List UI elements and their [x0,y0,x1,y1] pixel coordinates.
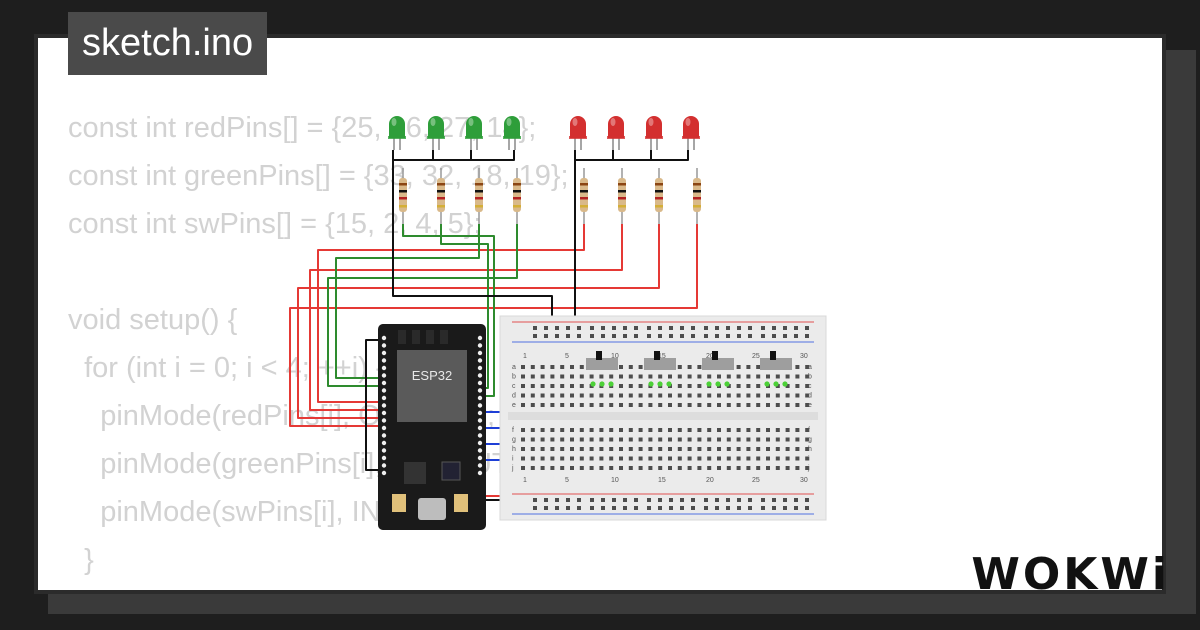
resistor [580,168,588,224]
bb-row-letter: g [512,437,516,444]
bb-row-letter: d [808,393,812,400]
red-wire [289,224,698,427]
ground-wire [392,160,553,336]
bb-row-letter: i [808,456,810,463]
red-wire [297,224,660,419]
bb-row-letter: b [512,374,516,381]
bb-row-letter: e [808,402,812,409]
red-wire [309,224,623,411]
bb-row-letter: c [512,383,516,390]
bb-col-number: 25 [752,477,760,484]
code-line: } [68,544,94,576]
slide-switch[interactable] [586,351,618,387]
ground-wire [392,150,515,161]
esp32-board: ESP32 [378,324,486,530]
resistor [399,168,407,224]
resistors [399,168,701,224]
green-led [503,116,521,150]
green-led [465,116,483,150]
code-background: const int redPins[] = {25, 26, 27, 14};c… [68,104,569,590]
bb-col-number: 30 [800,353,808,360]
bb-row-letter: d [512,393,516,400]
ground-wire [574,150,689,161]
bb-row-letter: j [511,465,514,472]
resistor [475,168,483,224]
esp32-label: ESP32 [412,368,452,383]
bb-row-letter: e [512,402,516,409]
green-wire [327,224,518,387]
preview-card: const int redPins[] = {25, 26, 27, 14};c… [34,34,1166,594]
filename-tab: sketch.ino [68,12,268,75]
slide-switch[interactable] [760,351,792,387]
ground-wire [365,339,386,471]
bb-col-number: 1 [523,477,527,484]
bb-row-letter: c [808,383,812,390]
bb-row-letter: a [512,364,516,371]
bb-row-letter: b [808,374,812,381]
code-line: const int swPins[] = {15, 2, 4, 5}; [68,208,482,240]
bb-col-number: 20 [706,477,714,484]
slide-switch[interactable] [644,351,676,387]
red-led [569,116,587,150]
resistor [618,168,626,224]
bb-row-letter: a [808,364,812,371]
esp32-chip [397,350,467,422]
bb-row-letter: h [808,446,812,453]
slide-switch[interactable] [702,351,734,387]
red-wire [483,484,500,497]
bb-col-number: 15 [658,353,666,360]
bb-col-number: 5 [565,477,569,484]
green-led [388,116,406,150]
green-led [427,116,445,150]
bb-row-letter: j [807,465,810,472]
ground-wire [612,150,652,160]
green-wire [402,224,495,397]
resistor [655,168,663,224]
red-wire [317,224,585,403]
bb-col-number: 1 [523,353,527,360]
green-wire [335,224,480,379]
usb-port [418,498,446,520]
resistor [513,168,521,224]
bb-row-letter: h [512,446,516,453]
bb-row-letter: f [808,427,810,434]
bb-col-number: 25 [752,353,760,360]
bb-col-number: 15 [658,477,666,484]
code-line: void setup() { [68,304,238,336]
red-led [645,116,663,150]
bb-col-number: 5 [565,353,569,360]
wokwi-logo: WOKWi [971,549,1170,600]
bb-col-number: 10 [611,353,619,360]
bb-row-letter: g [808,437,812,444]
leds [388,116,700,150]
bb-col-number: 30 [800,477,808,484]
resistor [693,168,701,224]
bb-row-letter: i [512,456,514,463]
slide-switches [586,351,792,387]
bb-col-number: 10 [611,477,619,484]
bb-row-letter: f [512,427,514,434]
ground-wire [432,150,472,160]
code-line: const int greenPins[] = {33, 32, 18, 19}… [68,160,569,192]
red-led [607,116,625,150]
resistor [437,168,445,224]
red-led [682,116,700,150]
bb-col-number: 20 [706,353,714,360]
